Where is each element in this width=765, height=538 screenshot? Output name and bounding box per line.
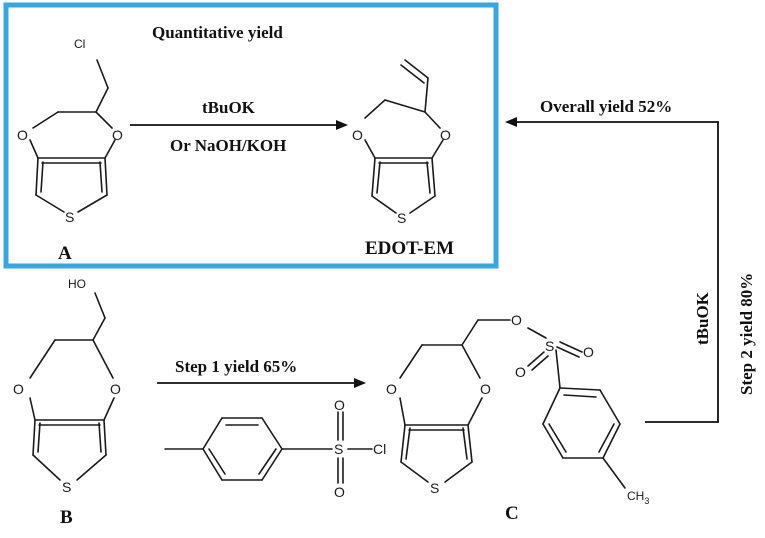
- box-title: Quantitative yield: [152, 23, 283, 42]
- atom-o-sulfonyl-2: O: [515, 364, 526, 380]
- atom-ho: HO: [68, 277, 86, 291]
- atom-s: S: [397, 210, 406, 226]
- reagent-line2: Or NaOH/KOH: [170, 136, 286, 155]
- atom-o-left: O: [352, 127, 363, 143]
- step1-label: Step 1 yield 65%: [175, 357, 297, 376]
- structure-tosyl-chloride: O S O Cl: [164, 397, 386, 500]
- ch3-subscript: 3: [644, 496, 649, 506]
- label-c: C: [505, 503, 519, 524]
- atom-o-left: O: [386, 381, 397, 397]
- atom-s: S: [334, 441, 343, 457]
- ch3-text: CH: [627, 489, 644, 503]
- atom-o-right: O: [440, 127, 451, 143]
- atom-s: S: [65, 209, 74, 225]
- atom-s-sulfonyl: S: [545, 338, 554, 354]
- reagent-line1: tBuOK: [202, 98, 256, 117]
- atom-cl: Cl: [373, 441, 386, 457]
- reagent-tbuok-vertical: tBuOK: [693, 291, 712, 345]
- atom-o-left: O: [17, 127, 28, 143]
- structure-c: O S O O O O S CH3: [386, 312, 649, 506]
- atom-o-right: O: [110, 381, 121, 397]
- atom-cl: Cl: [74, 37, 85, 51]
- atom-o-left: O: [13, 381, 24, 397]
- atom-s-thiophene: S: [430, 480, 439, 496]
- label-a: A: [58, 243, 72, 264]
- arrow-c-to-edot: [505, 117, 719, 423]
- atom-o-ester: O: [511, 312, 522, 328]
- structure-a: Cl O O S: [17, 37, 123, 225]
- atom-s: S: [62, 479, 71, 495]
- atom-o-right: O: [480, 381, 491, 397]
- label-edot-em: EDOT-EM: [365, 238, 454, 259]
- structure-b: HO O O S: [13, 277, 121, 495]
- atom-o-right: O: [112, 127, 123, 143]
- overall-yield-label: Overall yield 52%: [540, 97, 672, 116]
- label-b: B: [60, 507, 73, 528]
- atom-o-bottom: O: [334, 484, 345, 500]
- highlight-box: [3, 2, 499, 269]
- atom-ch3: CH3: [627, 489, 649, 506]
- structure-edot-em: O O S: [352, 59, 451, 226]
- atom-o-top: O: [334, 397, 345, 413]
- atom-o-sulfonyl-1: O: [583, 344, 594, 360]
- step2-label: Step 2 yield 80%: [737, 273, 756, 395]
